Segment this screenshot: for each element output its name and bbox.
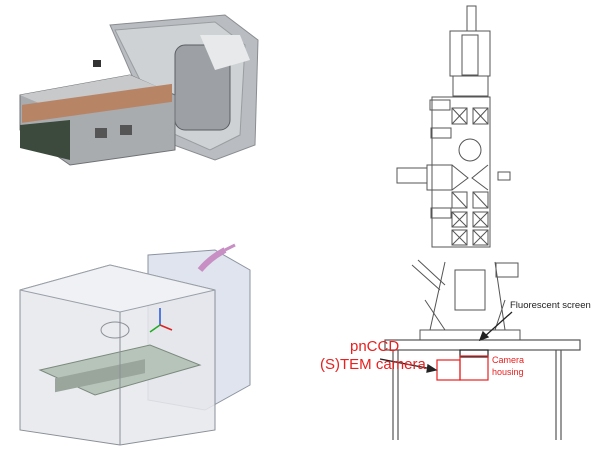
camera-housing-label-1: Camera — [492, 355, 525, 365]
table-drawing — [384, 339, 581, 440]
camera-housing-label-2: housing — [492, 367, 524, 377]
pnccd-label: pnCCD — [350, 338, 400, 355]
annotation-arrows — [379, 311, 513, 373]
stem-camera-label: (S)TEM camera — [320, 356, 426, 373]
camera-render — [19, 243, 251, 446]
microscope-drawing — [396, 5, 521, 341]
fluorescent-screen-label: Fluorescent screen — [510, 300, 591, 311]
camera-housing-drawing — [436, 349, 489, 381]
camera-photo — [19, 14, 259, 166]
